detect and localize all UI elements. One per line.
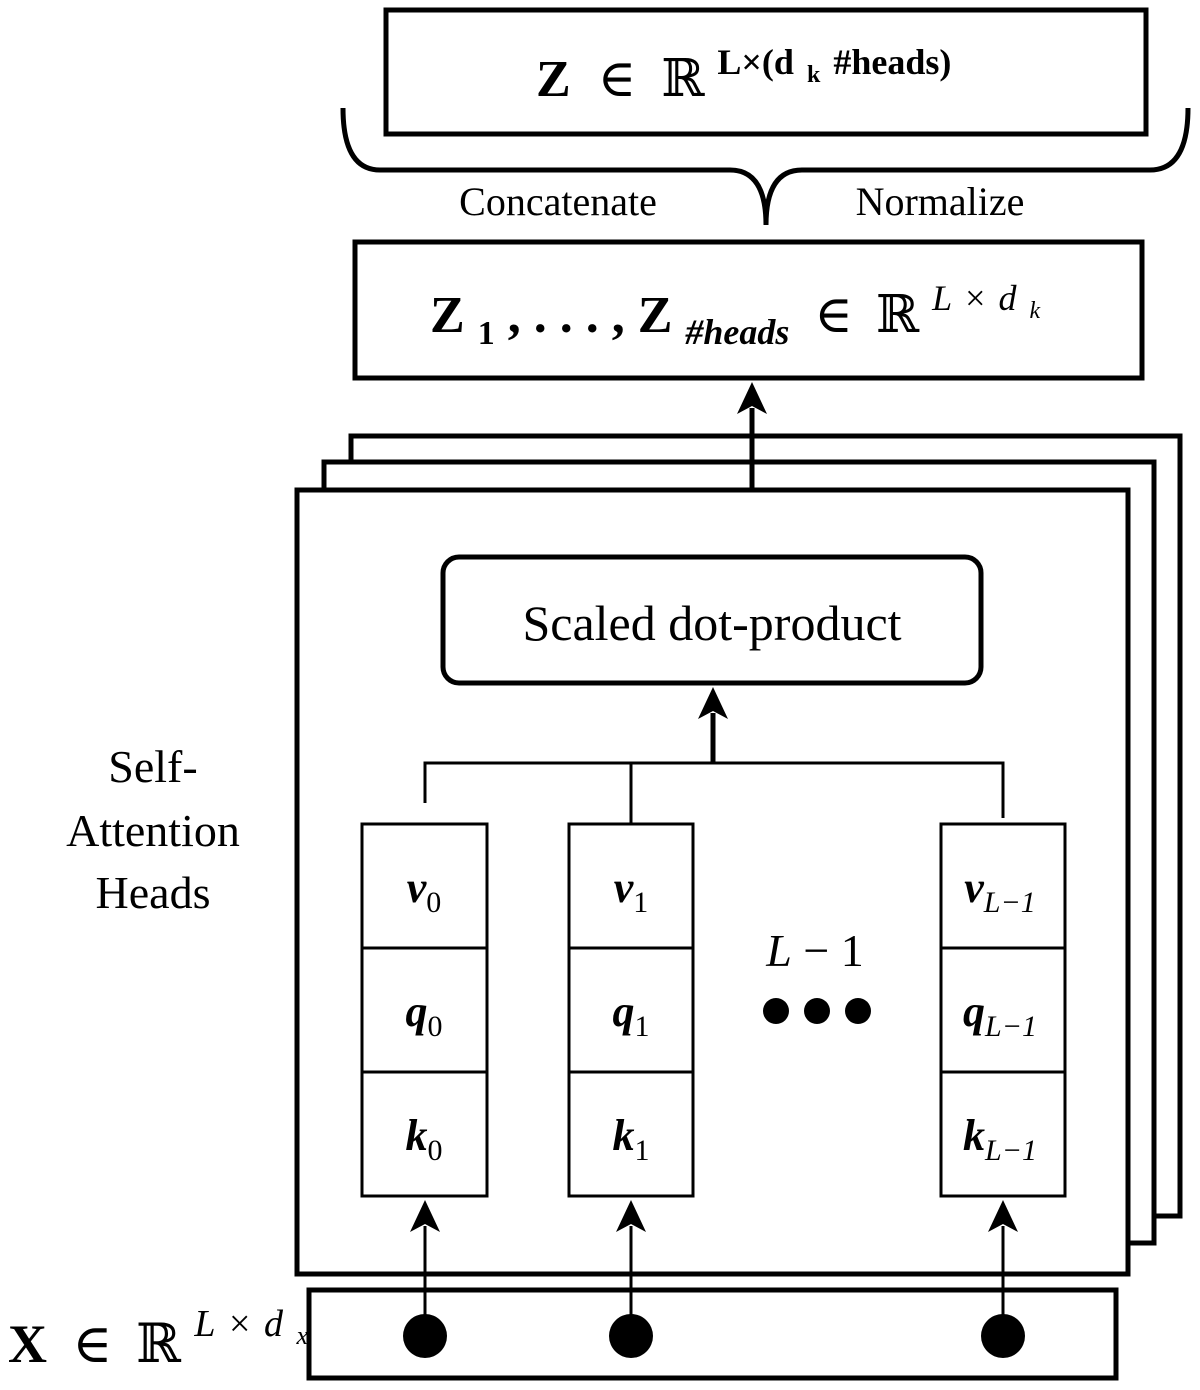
curly-brace <box>340 107 1191 226</box>
heads-label-line-3: Heads <box>96 867 211 918</box>
token-v-last: vL−1 <box>964 863 1035 919</box>
input-x-sup-d: d <box>264 1303 284 1345</box>
token-q1: q1 <box>613 987 650 1043</box>
input-x-sup-l: L <box>193 1303 215 1345</box>
heads-label-line-2: Attention <box>66 805 240 856</box>
input-arrow-0-head <box>410 1200 440 1232</box>
token-connector-bus <box>423 761 1005 818</box>
input-x-sup-times: × <box>229 1303 250 1345</box>
token-column-last-box <box>939 822 1067 1198</box>
head-output-z1-sub: 1 <box>478 315 495 352</box>
output-z-in: ∈ <box>598 51 637 108</box>
scaled-dot-product-box <box>440 554 984 686</box>
input-x-in: ∈ <box>73 1314 113 1374</box>
head-output-reals: ℝ <box>876 287 920 344</box>
input-arrow-1-head <box>616 1200 646 1232</box>
token-v1: v1 <box>614 863 649 919</box>
head-output-z1: Z <box>430 287 465 344</box>
head-outputs-formula: Z 1 , . . . , Z #heads ∈ ℝ L × d k <box>430 265 1040 356</box>
output-z-sup-prefix: L×(d <box>717 42 794 82</box>
token-column-1: v1 q1 k1 <box>567 822 695 1198</box>
token-column-0-box <box>360 822 489 1198</box>
head-output-zh-sub: #heads <box>684 312 789 352</box>
token-k1: k1 <box>613 1111 650 1167</box>
input-x-box <box>306 1287 1119 1381</box>
token-v0: v0 <box>407 863 442 919</box>
normalize-label: Normalize <box>856 179 1025 224</box>
input-x-sup-d-sub: x <box>295 1321 308 1350</box>
head-frame-front <box>294 487 1131 1277</box>
head-output-sup-d-sub: k <box>1029 298 1040 324</box>
input-x-formula: X ∈ ℝ L × d x <box>8 1288 308 1374</box>
input-token-dot-last <box>981 1314 1025 1358</box>
attention-input-arrowhead <box>698 687 728 719</box>
heads-label-line-1: Self- <box>108 741 197 792</box>
scaled-dot-product-label: Scaled dot-product <box>522 595 901 651</box>
token-q-last: qL−1 <box>963 987 1037 1043</box>
token-q0: q0 <box>406 987 443 1043</box>
head-output-in: ∈ <box>814 287 853 344</box>
token-column-1-box <box>567 822 695 1198</box>
head-output-sup-times: × <box>965 278 985 318</box>
token-k-last: kL−1 <box>963 1111 1037 1167</box>
input-x-symbol: X <box>8 1314 47 1374</box>
output-z-symbol: Z <box>536 51 571 108</box>
input-token-dot-1 <box>609 1314 653 1358</box>
head-output-sup-l: L <box>931 278 952 318</box>
head-output-zh: Z <box>638 287 673 344</box>
output-z-formula: Z ∈ ℝ L×(d k #heads) <box>536 29 951 108</box>
heads-to-output-arrowhead <box>737 382 767 414</box>
ellipsis-dot-2 <box>804 998 830 1024</box>
output-z-reals: ℝ <box>661 51 705 108</box>
token-column-0: v0 q0 k0 <box>360 822 489 1198</box>
token-column-last: vL−1 qL−1 kL−1 <box>939 822 1067 1198</box>
token-k0: k0 <box>406 1111 443 1167</box>
output-z-box <box>383 7 1149 137</box>
head-outputs-box <box>352 239 1145 381</box>
head-output-dots: , . . . , <box>508 287 638 344</box>
ellipsis-dot-1 <box>763 998 789 1024</box>
ellipsis-dot-3 <box>845 998 871 1024</box>
output-z-sup-suffix: #heads) <box>833 42 951 82</box>
input-x-reals: ℝ <box>136 1314 182 1374</box>
input-token-dot-0 <box>403 1314 447 1358</box>
head-output-sup-d: d <box>998 278 1017 318</box>
output-z-sup-sub: k <box>807 62 821 88</box>
input-arrow-last-head <box>988 1200 1018 1232</box>
ellipsis-label: L − 1 <box>765 925 864 976</box>
concatenate-label: Concatenate <box>459 179 657 224</box>
